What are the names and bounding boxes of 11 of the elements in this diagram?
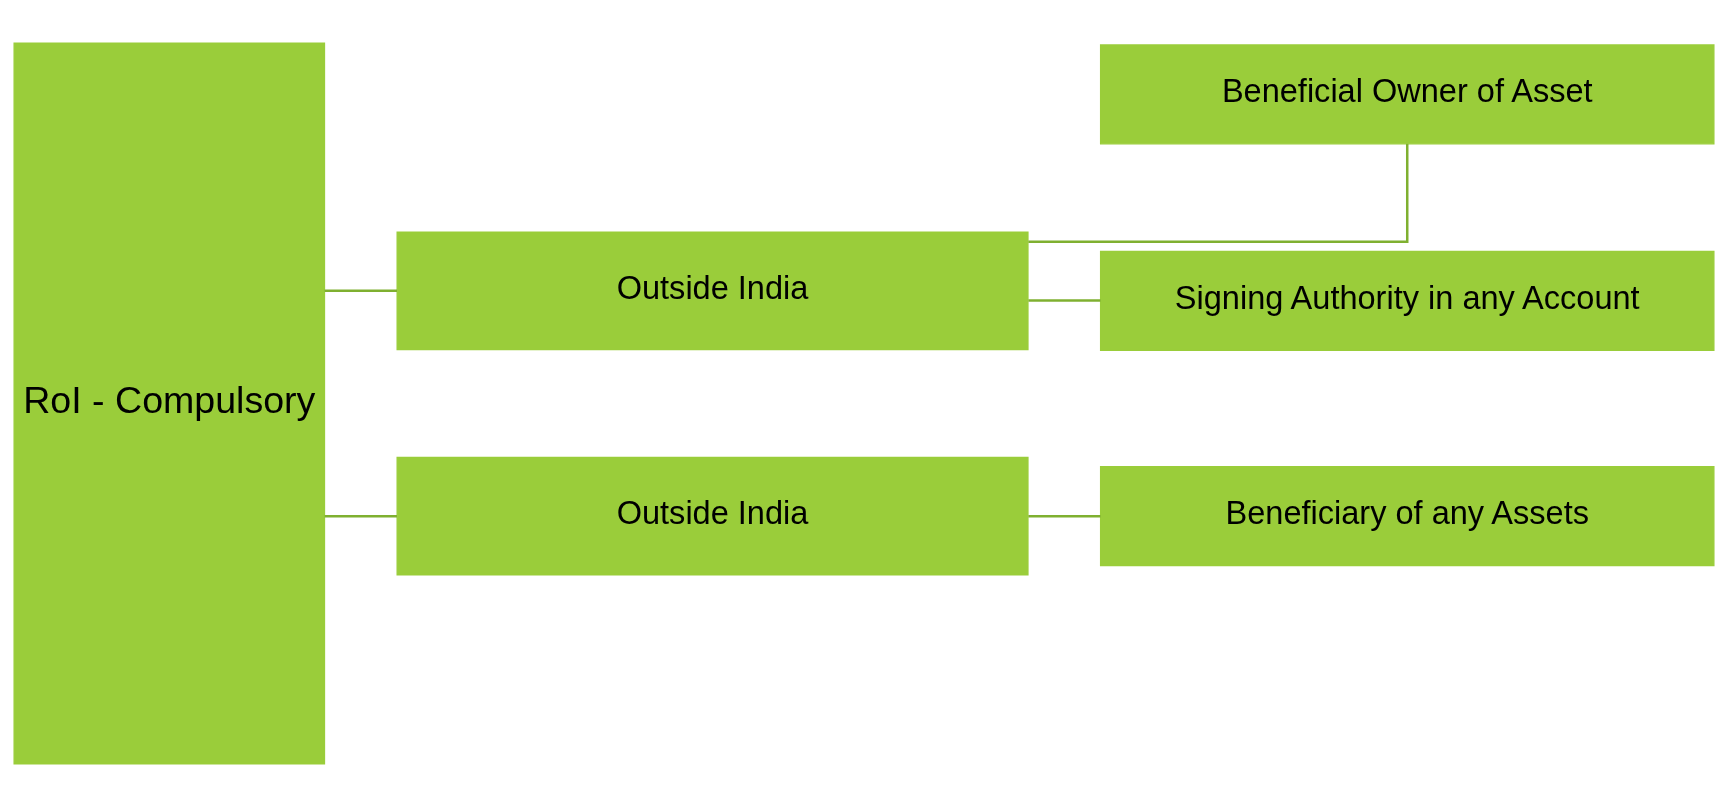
node-box: Beneficial Owner of Asset bbox=[1099, 43, 1715, 144]
connector bbox=[1028, 514, 1101, 517]
node-box: Signing Authority in any Account bbox=[1099, 250, 1715, 351]
node-box: Outside India bbox=[396, 230, 1029, 350]
node-box: Outside India bbox=[396, 456, 1029, 576]
connector bbox=[1028, 143, 1409, 243]
connector bbox=[1028, 298, 1101, 302]
node-box: Beneficiary of any Assets bbox=[1099, 465, 1715, 566]
node-box: RoI - Compulsory bbox=[13, 41, 326, 765]
connector bbox=[324, 289, 397, 292]
connector bbox=[324, 514, 397, 517]
